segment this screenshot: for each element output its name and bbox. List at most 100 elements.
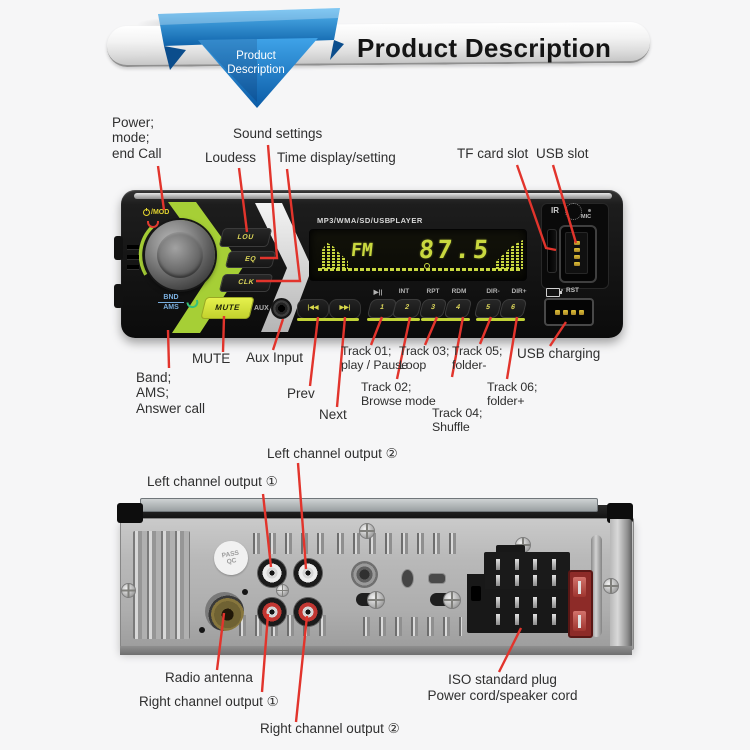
label-usb-charging: USB charging: [517, 346, 601, 361]
ribbon-title-line1: Product: [236, 50, 276, 62]
key5-fn-label: DIR-: [486, 288, 500, 295]
vent-slot-row: [253, 533, 331, 554]
label-track4: Track 04; Shuffle: [432, 406, 483, 435]
lug-bolt: [443, 591, 461, 609]
label-track1: Track 01; play / Pause: [341, 344, 408, 373]
rear-corner: [117, 503, 143, 523]
label-left-channel-1: Left channel output ①: [147, 474, 278, 489]
blue-ribbon-icon: Product Description: [158, 8, 344, 108]
eq-button: EQ: [224, 251, 277, 268]
right-channel-rca-2: [293, 597, 323, 627]
usb-charging-port: [544, 298, 594, 326]
label-usb-slot: USB slot: [536, 146, 589, 161]
mic-hole: [588, 209, 591, 212]
label-track6: Track 06; folder+: [487, 380, 538, 409]
oval-hole: [401, 569, 414, 588]
screw: [276, 584, 289, 597]
label-right-channel-2: Right channel output ②: [260, 721, 400, 736]
vent-slot-row: [337, 533, 461, 554]
label-power-mode-endcall: Power; mode; end Call: [112, 115, 162, 161]
label-loudess: Loudess: [205, 150, 257, 165]
rear-hole: [242, 589, 248, 595]
next-button: ▶▶|: [329, 299, 361, 319]
key2-fn-label: INT: [398, 288, 410, 295]
key1-fn-label: ▶||: [373, 289, 383, 296]
left-channel-rca-2: [293, 558, 323, 588]
lug-bolt: [367, 591, 385, 609]
rear-top-plate: [140, 498, 598, 512]
power-mode-label: /MOD: [143, 207, 169, 216]
rst-label: RST: [566, 287, 579, 294]
label-aux-input: Aux Input: [246, 350, 304, 365]
vent-slats: [133, 531, 190, 639]
end-call-icon: [147, 221, 159, 228]
ribbon-title-line2: Description: [227, 64, 285, 76]
label-track5: Track 05; folder-: [452, 344, 503, 373]
format-text: MP3/WMA/SD/USB: [317, 216, 391, 225]
ir-label: IR: [551, 206, 559, 215]
rear-right-edge: [610, 519, 632, 648]
iso-pins-bottom: [489, 594, 563, 628]
lcd-frequency: 87.5: [417, 235, 493, 264]
iso-plug-bottom: [467, 589, 570, 633]
rst-hole: [561, 289, 563, 291]
player-text: PLAYER: [390, 216, 423, 225]
key3-fn-label: RPT: [426, 288, 440, 295]
accent-strip: [297, 318, 359, 321]
label-time-display: Time display/setting: [277, 150, 396, 165]
rear-hole: [199, 627, 205, 633]
accent-strip: [421, 318, 470, 321]
mount-tab: [114, 284, 123, 308]
aux-jack: [271, 298, 292, 319]
center-port: [351, 561, 378, 588]
iso-tab: [496, 545, 525, 554]
lcd-band: FM: [349, 240, 374, 261]
loudness-button: LOU: [218, 228, 273, 247]
accent-strip: [476, 318, 525, 321]
mute-button: MUTE: [200, 297, 255, 319]
label-left-channel-2: Left channel output ②: [267, 446, 398, 461]
fuse: [568, 570, 593, 638]
iso-pins-top: [489, 556, 563, 589]
rear-corner: [607, 503, 633, 523]
label-mute: MUTE: [192, 351, 231, 366]
power-icon: [143, 207, 150, 216]
small-slot: [428, 573, 446, 584]
mount-tab: [114, 236, 123, 260]
tf-card-slot: [547, 229, 557, 273]
volume-knob: [145, 220, 215, 290]
key6-fn-label: DIR+: [511, 288, 527, 295]
label-tf-card-slot: TF card slot: [457, 146, 529, 161]
edge-ridge: [591, 535, 602, 637]
prev-button: |◀◀: [297, 299, 329, 319]
accent-strip: [367, 318, 420, 321]
left-vent: [127, 245, 139, 273]
lcd-ticks: [318, 268, 520, 271]
label-prev: Prev: [287, 386, 315, 401]
chrome-trim: [134, 193, 612, 199]
label-track3: Track 03; Loop: [399, 344, 450, 373]
label-sound-settings: Sound settings: [233, 126, 323, 141]
label-radio-antenna: Radio antenna: [165, 670, 253, 685]
label-right-channel-1: Right channel output ①: [139, 694, 279, 709]
usb-slot: [559, 225, 597, 283]
battery-charging-icon: [546, 288, 562, 297]
mic-label: MIC: [581, 214, 592, 220]
iso-hole: [471, 586, 481, 601]
key4-fn-label: RDM: [451, 288, 467, 295]
screw: [121, 583, 136, 598]
label-iso-plug: ISO standard plug Power cord/speaker cor…: [427, 672, 578, 704]
label-next: Next: [319, 407, 347, 422]
screw: [603, 578, 619, 594]
bnd-ams-label: BND AMS: [158, 294, 184, 311]
rear-bottom-edge: [120, 646, 632, 655]
page-title: Product Description: [357, 33, 612, 63]
vent-slot-row: [363, 617, 462, 636]
aux-label: AUX: [254, 305, 269, 312]
label-track2: Track 02; Browse mode: [361, 380, 436, 409]
clock-button: CLK: [218, 274, 274, 292]
lcd-display: [309, 229, 527, 281]
ir-sensor-icon: [565, 203, 582, 220]
radio-antenna-port: [205, 592, 244, 631]
